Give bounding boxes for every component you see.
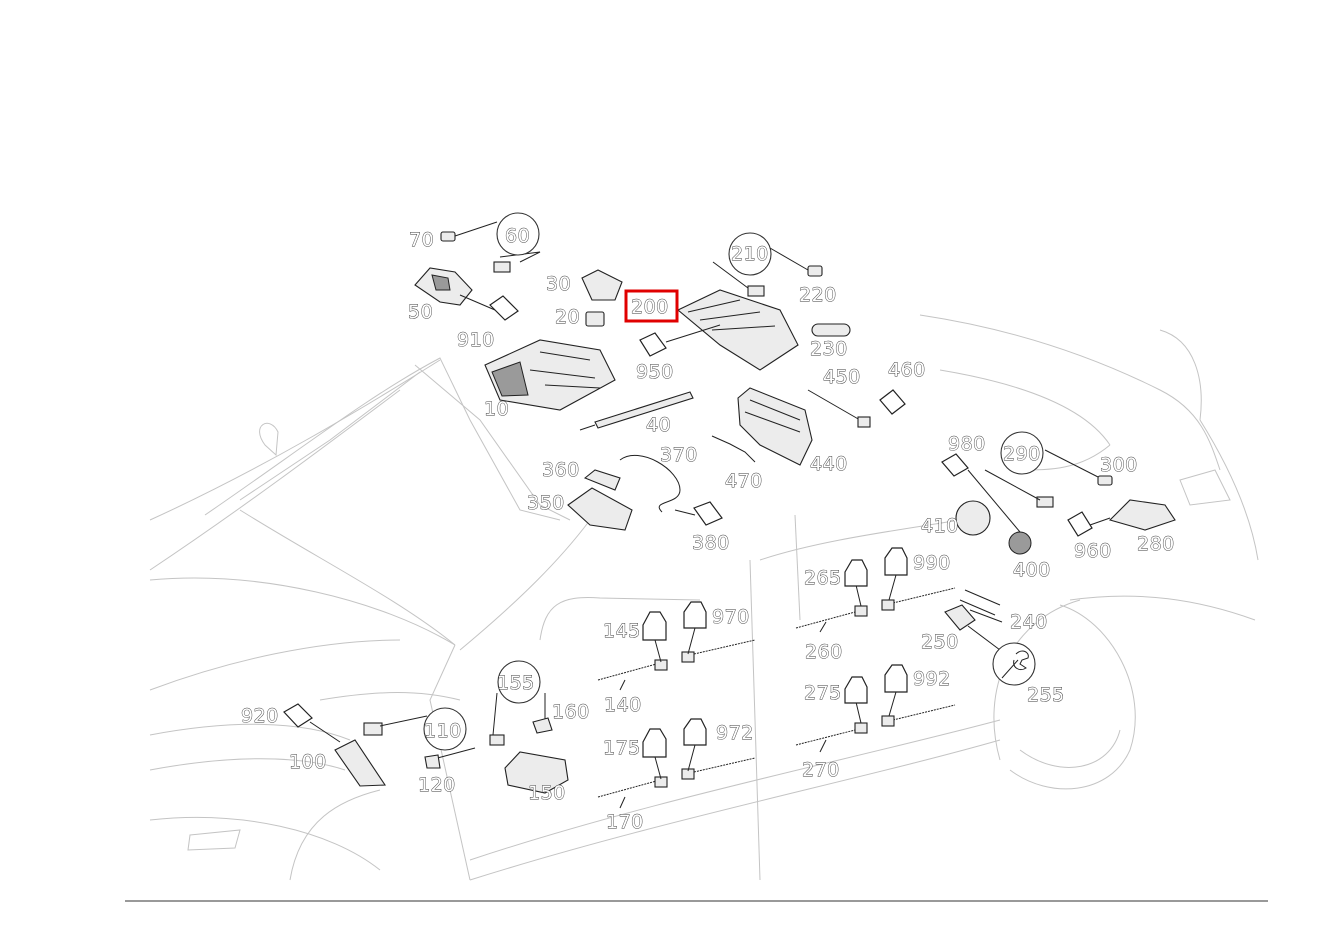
- part-label-360[interactable]: 360: [542, 459, 580, 482]
- part-label-280[interactable]: 280: [1137, 533, 1175, 556]
- part-label-960[interactable]: 960: [1074, 540, 1112, 563]
- part-label-460[interactable]: 460: [888, 359, 926, 382]
- part-label-972[interactable]: 972: [716, 722, 754, 745]
- part-label-370[interactable]: 370: [660, 444, 698, 467]
- part-label-992[interactable]: 992: [913, 668, 951, 691]
- part-label-50[interactable]: 50: [408, 301, 434, 324]
- part-labels: 70 60 50 910 30 20 200 210 220 230 950 1…: [241, 225, 1175, 834]
- part-label-100[interactable]: 100: [289, 751, 327, 774]
- part-label-70[interactable]: 70: [409, 229, 435, 252]
- part-label-200[interactable]: 200: [631, 296, 669, 319]
- connector-icon: [642, 728, 667, 758]
- connector-icon: [283, 703, 313, 728]
- part-label-60[interactable]: 60: [505, 225, 531, 248]
- part-label-275[interactable]: 275: [804, 682, 842, 705]
- part-label-265[interactable]: 265: [804, 567, 842, 590]
- callout-rings: [423, 212, 1044, 751]
- part-label-400[interactable]: 400: [1013, 559, 1051, 582]
- part-label-255[interactable]: 255: [1027, 684, 1065, 707]
- part-label-290[interactable]: 290: [1003, 443, 1041, 466]
- part-label-10[interactable]: 10: [484, 398, 510, 421]
- part-label-210[interactable]: 210: [731, 243, 769, 266]
- part-label-450[interactable]: 450: [823, 366, 861, 389]
- part-label-150[interactable]: 150: [528, 782, 566, 805]
- part-label-20[interactable]: 20: [555, 306, 581, 329]
- connector-icon: [639, 332, 667, 357]
- connector-icons: [283, 295, 1093, 758]
- callout-ring-210: [728, 232, 772, 276]
- car-body-outline: [149, 314, 1259, 881]
- part-label-145[interactable]: 145: [603, 620, 641, 643]
- part-label-30[interactable]: 30: [546, 273, 572, 296]
- part-label-220[interactable]: 220: [799, 284, 837, 307]
- parts-group: [309, 221, 1176, 809]
- connector-icon: [879, 389, 906, 415]
- callout-ring-290: [1000, 431, 1044, 475]
- connector-icon: [844, 676, 868, 704]
- connector-icon: [884, 547, 908, 576]
- connector-icon: [884, 664, 908, 693]
- callout-ring-110: [423, 707, 467, 751]
- part-label-140[interactable]: 140: [604, 694, 642, 717]
- part-label-270[interactable]: 270: [802, 759, 840, 782]
- part-label-380[interactable]: 380: [692, 532, 730, 555]
- part-label-155[interactable]: 155: [497, 672, 535, 695]
- part-label-440[interactable]: 440: [810, 453, 848, 476]
- connector-icon: [683, 601, 707, 629]
- highlight-box-200: [624, 289, 679, 323]
- connector-icon: [489, 295, 519, 321]
- part-label-410[interactable]: 410: [921, 515, 959, 538]
- part-label-110[interactable]: 110: [424, 720, 462, 743]
- part-label-170[interactable]: 170: [606, 811, 644, 834]
- part-label-950[interactable]: 950: [636, 361, 674, 384]
- part-label-160[interactable]: 160: [552, 701, 590, 724]
- connector-icon: [844, 559, 868, 587]
- part-label-250[interactable]: 250: [921, 631, 959, 654]
- connector-icon: [683, 718, 707, 746]
- part-label-240[interactable]: 240: [1010, 611, 1048, 634]
- part-label-175[interactable]: 175: [603, 737, 641, 760]
- wrench-icon: [992, 642, 1036, 686]
- part-label-40[interactable]: 40: [646, 414, 672, 437]
- part-label-350[interactable]: 350: [527, 492, 565, 515]
- part-label-260[interactable]: 260: [805, 641, 843, 664]
- connector-icon: [1067, 511, 1093, 537]
- part-label-300[interactable]: 300: [1100, 454, 1138, 477]
- part-label-230[interactable]: 230: [810, 338, 848, 361]
- connector-icon: [642, 611, 667, 641]
- part-label-910[interactable]: 910: [457, 329, 495, 352]
- part-label-970[interactable]: 970: [712, 606, 750, 629]
- part-label-470[interactable]: 470: [725, 470, 763, 493]
- part-label-920[interactable]: 920: [241, 705, 279, 728]
- connector-icon: [693, 501, 723, 526]
- part-label-990[interactable]: 990: [913, 552, 951, 575]
- connector-icon: [941, 453, 969, 477]
- part-label-980[interactable]: 980: [948, 433, 986, 456]
- part-label-120[interactable]: 120: [418, 774, 456, 797]
- callout-ring-155: [497, 660, 541, 704]
- callout-ring-60: [496, 212, 540, 256]
